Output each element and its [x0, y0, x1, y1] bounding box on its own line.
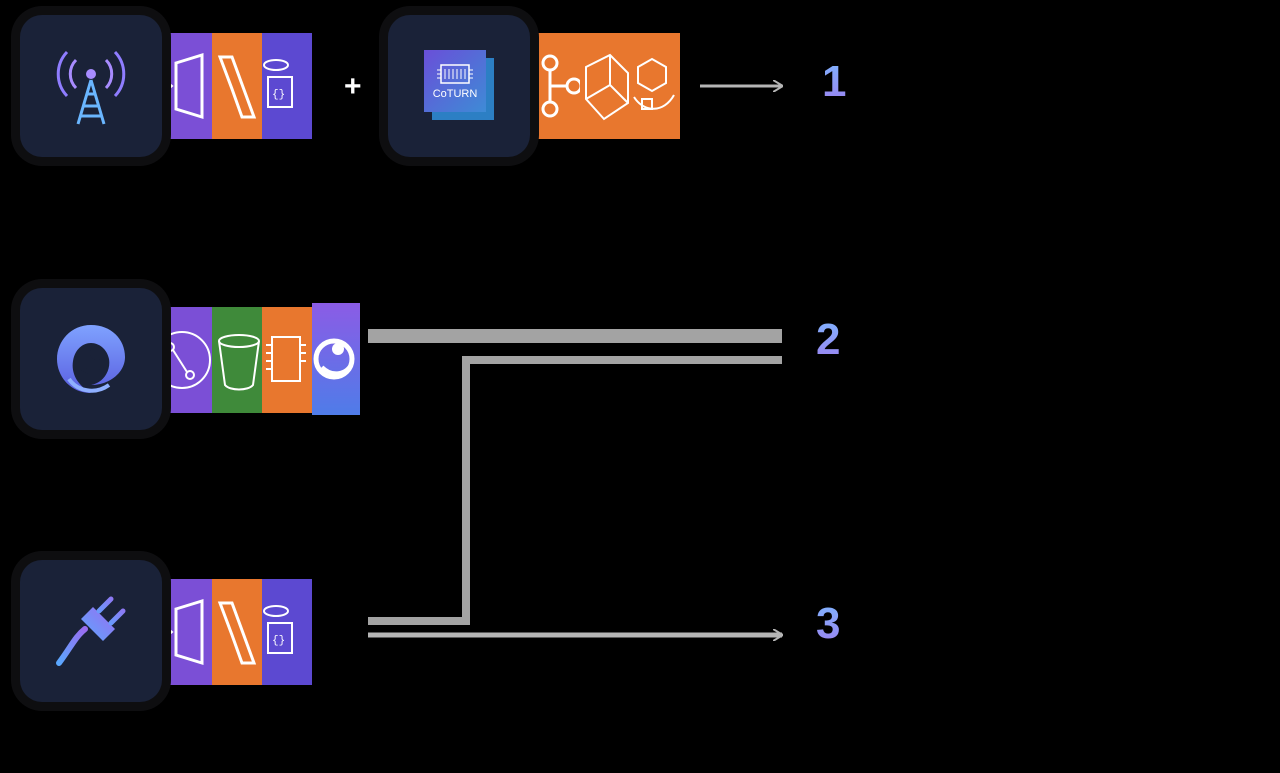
s3-tile	[212, 307, 266, 413]
api-gateway-icon	[165, 52, 204, 120]
coturn-text: CoTURN	[432, 88, 478, 100]
ec2-chip-icon	[266, 336, 306, 382]
dynamodb-tile: {}	[262, 579, 312, 685]
outcome-number-3: 3	[816, 599, 841, 648]
otter-logo-icon	[57, 325, 125, 393]
plugin-app-card	[20, 560, 162, 702]
turn-app-card: CoTURN	[388, 15, 530, 157]
api-gateway-icon	[165, 598, 204, 666]
outcome-number-2: 2	[816, 315, 841, 364]
step-functions-icon	[541, 54, 583, 118]
outcome-number-1: 1	[822, 57, 847, 106]
dynamodb-icon: {}	[263, 59, 293, 108]
dynamodb-tile: {}	[262, 33, 312, 139]
coturn-chip-icon	[437, 64, 473, 84]
broadcast-app-card	[20, 15, 162, 157]
api-gateway-tile	[162, 579, 216, 685]
arrow-plugin-to-outcome-2	[368, 356, 782, 625]
ecs-tile	[630, 33, 680, 139]
lambda-tile	[212, 579, 266, 685]
otter-tile	[312, 303, 360, 415]
protocol-app-card	[20, 288, 162, 430]
ecs-icon	[633, 57, 675, 110]
radio-tower-icon	[56, 50, 126, 125]
lambda-icon	[217, 55, 257, 119]
ec2-icon	[585, 53, 629, 121]
dynamodb-icon: {}	[263, 605, 293, 654]
step-functions-tile	[530, 33, 584, 139]
plug-icon	[56, 596, 126, 666]
lambda-icon	[217, 601, 257, 665]
ec2-chip-tile	[262, 307, 316, 413]
plus-sign: +	[344, 70, 362, 103]
ec2-tile	[580, 33, 634, 139]
svg-text:{}: {}	[272, 89, 285, 101]
lambda-tile	[212, 33, 266, 139]
svg-text:{}: {}	[272, 635, 285, 647]
route53-icon	[162, 331, 211, 389]
api-gateway-tile	[162, 33, 216, 139]
s3-bucket-icon	[218, 334, 260, 391]
otter-logo-icon	[313, 338, 355, 380]
route53-tile	[162, 307, 216, 413]
